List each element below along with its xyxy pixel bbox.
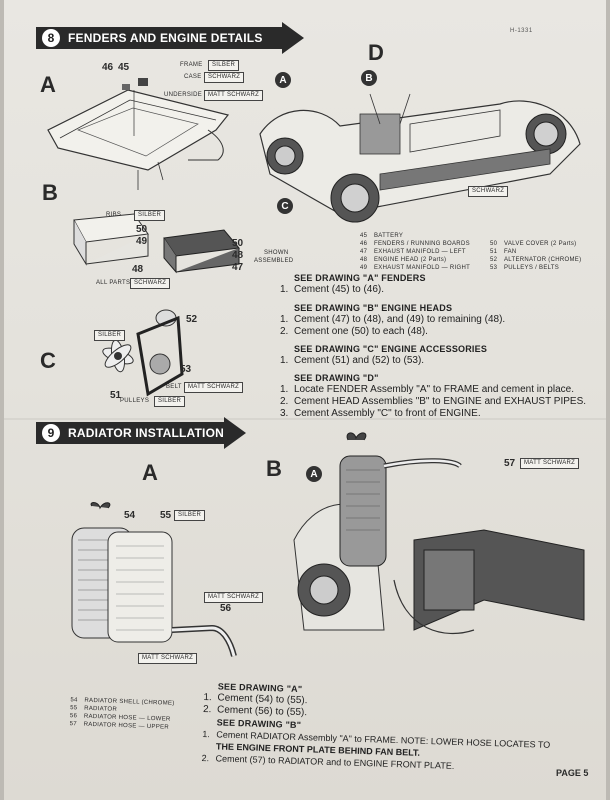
engine-heads-drawing xyxy=(73,213,240,274)
pulleys-label: PULLEYS xyxy=(120,398,150,404)
pulleys-color-tag: SILBER xyxy=(154,396,186,407)
drawing-letter-c: C xyxy=(40,348,56,373)
belt-color-tag: MATT SCHWARZ xyxy=(184,382,244,393)
instruction-heading: SEE DRAWING "A" FENDERS xyxy=(294,273,426,283)
case-label: CASE xyxy=(184,74,202,80)
chassis-schwarz-tag: SCHWARZ xyxy=(468,186,509,197)
ribs-label: RIBS xyxy=(106,212,122,218)
instruction-step: 3.Cement Assembly "C" to front of ENGINE… xyxy=(280,408,481,419)
instruction-step: 1.Locate FENDER Assembly "A" to FRAME an… xyxy=(280,384,574,395)
part-50-label-b: 50 xyxy=(232,238,244,249)
section-8-instructions: SEE DRAWING "A" FENDERS 1.Cement (45) to… xyxy=(280,272,600,420)
paper-fold xyxy=(4,418,606,420)
section-9-title: RADIATOR INSTALLATION xyxy=(68,426,224,440)
shown-label: SHOWN xyxy=(264,250,289,256)
drawing-letter-9b: B xyxy=(266,456,282,481)
belt-label: BELT xyxy=(166,384,182,390)
part-53-label: 53 xyxy=(180,364,192,375)
chassis-drawing xyxy=(259,93,581,223)
page-number: PAGE 5 xyxy=(556,768,589,778)
section-8-title: FENDERS AND ENGINE DETAILS xyxy=(68,31,263,45)
section-9-banner: 9 RADIATOR INSTALLATION xyxy=(36,417,246,449)
part-57-label: 57 xyxy=(504,458,516,469)
banner-arrow-icon xyxy=(224,417,246,449)
underside-color-tag: MATT SCHWARZ xyxy=(204,90,264,101)
upper-hose-matt-schwarz-tag: MATT SCHWARZ xyxy=(520,458,580,469)
frame-color-tag: SILBER xyxy=(208,60,240,71)
part-50-label-a: 50 xyxy=(136,224,148,235)
part-51-label: 51 xyxy=(110,390,122,401)
instruction-step: 1.Cement (47) to (48), and (49) to remai… xyxy=(280,314,506,325)
part-number: H-1331 xyxy=(510,28,533,34)
part-56-label: 56 xyxy=(220,603,232,614)
accessories-drawing xyxy=(102,309,184,397)
radiator-installation-drawing xyxy=(293,432,585,635)
instruction-step: 1.Cement (51) and (52) to (53). xyxy=(280,355,425,366)
instruction-step: 2.Cement one (50) to each (48). xyxy=(280,326,428,337)
instruction-sheet: H-1331 8 FENDERS AND ENGINE DETAILS A D … xyxy=(4,0,606,800)
instruction-step: 1.Cement (45) to (46). xyxy=(280,284,385,295)
callout-9a-circle: A xyxy=(306,466,322,482)
part-47-label: 47 xyxy=(232,262,244,273)
banner-arrow-icon xyxy=(282,22,304,54)
part-49-label: 49 xyxy=(136,236,148,247)
hose-matt-schwarz-tag: MATT SCHWARZ xyxy=(204,592,264,603)
drawing-letter-b: B xyxy=(42,180,58,205)
part-54-label: 54 xyxy=(124,510,136,521)
ribs-color-tag: SILBER xyxy=(134,210,166,221)
assembled-label: ASSEMBLED xyxy=(254,258,294,264)
underside-label: UNDERSIDE xyxy=(164,92,203,98)
all-parts-label: ALL PARTS xyxy=(96,280,131,286)
drawing-letter-9a: A xyxy=(142,460,158,485)
drawing-letter-d: D xyxy=(368,40,384,65)
frame-drawing xyxy=(47,78,230,190)
drawing-letter-a: A xyxy=(40,72,56,97)
part-55-label: 55 xyxy=(160,510,172,521)
instruction-heading: SEE DRAWING "B" ENGINE HEADS xyxy=(294,303,453,313)
radiator-drawing xyxy=(71,502,237,657)
section-8-number: 8 xyxy=(42,29,60,47)
all-parts-color-tag: SCHWARZ xyxy=(130,278,171,289)
radiator-silber-tag: SILBER xyxy=(174,510,206,521)
section-9-instructions: SEE DRAWING "A" 1.Cement (54) to (55). 2… xyxy=(201,680,583,776)
radiator-matt-schwarz-tag: MATT SCHWARZ xyxy=(138,653,198,664)
instruction-heading: SEE DRAWING "C" ENGINE ACCESSORIES xyxy=(294,344,488,354)
instruction-step: 2.Cement HEAD Assemblies "B" to ENGINE a… xyxy=(280,396,587,407)
fan-silber-tag: SILBER xyxy=(94,330,126,341)
callout-c-circle: C xyxy=(277,198,293,214)
part-48-label-b: 48 xyxy=(232,250,244,261)
part-46-label: 46 xyxy=(102,62,114,73)
instruction-heading: SEE DRAWING "D" xyxy=(294,373,379,383)
callout-a-circle: A xyxy=(275,72,291,88)
part-45-label: 45 xyxy=(118,62,130,73)
callout-b-circle: B xyxy=(361,70,377,86)
part-52-label: 52 xyxy=(186,314,198,325)
section-9-number: 9 xyxy=(42,424,60,442)
part-48-label-a: 48 xyxy=(132,264,144,275)
frame-label: FRAME xyxy=(180,62,203,68)
case-color-tag: SCHWARZ xyxy=(204,72,245,83)
section-8-banner: 8 FENDERS AND ENGINE DETAILS xyxy=(36,22,304,54)
